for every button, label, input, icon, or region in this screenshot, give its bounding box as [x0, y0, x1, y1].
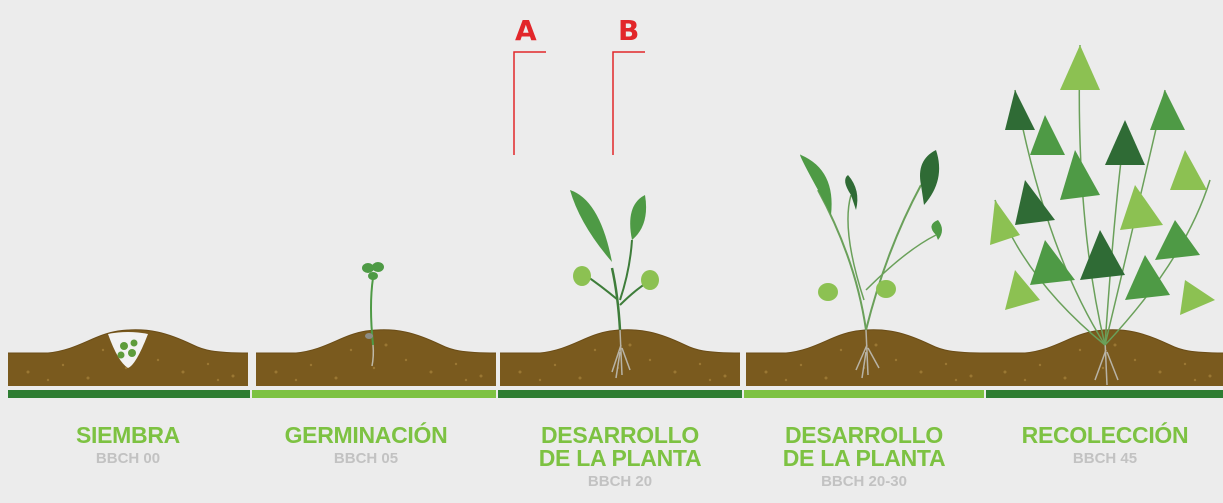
roots [1094, 339, 1119, 386]
stage-title: RECOLECCIÓN [1021, 422, 1189, 448]
bar-stage-4 [744, 390, 984, 398]
seedling-leaves [362, 262, 384, 280]
stage-title: SIEMBRA [76, 422, 180, 448]
leaves [800, 150, 942, 301]
stage-label-1: SIEMBRA BBCH 00 [8, 424, 248, 468]
roots [855, 329, 880, 379]
stage-code: BBCH 45 [1072, 450, 1138, 467]
stage-label-3: DESARROLLO DE LA PLANTA BBCH 20 [500, 424, 740, 491]
stage-code: BBCH 20 [587, 473, 653, 490]
marker-a-bracket [513, 51, 546, 155]
stage-recoleccion-soil [984, 44, 1223, 387]
stage-title: GERMINACIÓN [284, 422, 448, 448]
stage-code: BBCH 00 [95, 450, 161, 467]
marker-b-label: B [618, 14, 640, 47]
stage-code: BBCH 20-30 [821, 473, 907, 490]
stage-desarrollo-20-soil [499, 190, 741, 387]
roots [611, 329, 631, 379]
bar-stage-3 [498, 390, 742, 398]
seeds [117, 339, 138, 359]
stage-label-2: GERMINACIÓN BBCH 05 [246, 424, 486, 468]
stage-code: BBCH 05 [333, 450, 399, 467]
bar-stage-1 [8, 390, 250, 398]
stage-desarrollo-2030-soil [745, 150, 987, 387]
bar-stage-2 [252, 390, 496, 398]
foliage [990, 45, 1215, 315]
stage-germinacion-soil [255, 262, 497, 387]
marker-b-bracket [612, 51, 645, 155]
stage-label-4: DESARROLLO DE LA PLANTA BBCH 20-30 [744, 424, 984, 491]
stage-title: DESARROLLO DE LA PLANTA [538, 422, 702, 471]
bar-stage-5 [986, 390, 1223, 398]
stage-siembra-soil [7, 329, 249, 387]
stage-title: DESARROLLO DE LA PLANTA [782, 422, 946, 471]
stage-label-5: RECOLECCIÓN BBCH 45 [985, 424, 1223, 468]
marker-a-label: A [515, 14, 537, 47]
leaves [570, 190, 659, 290]
